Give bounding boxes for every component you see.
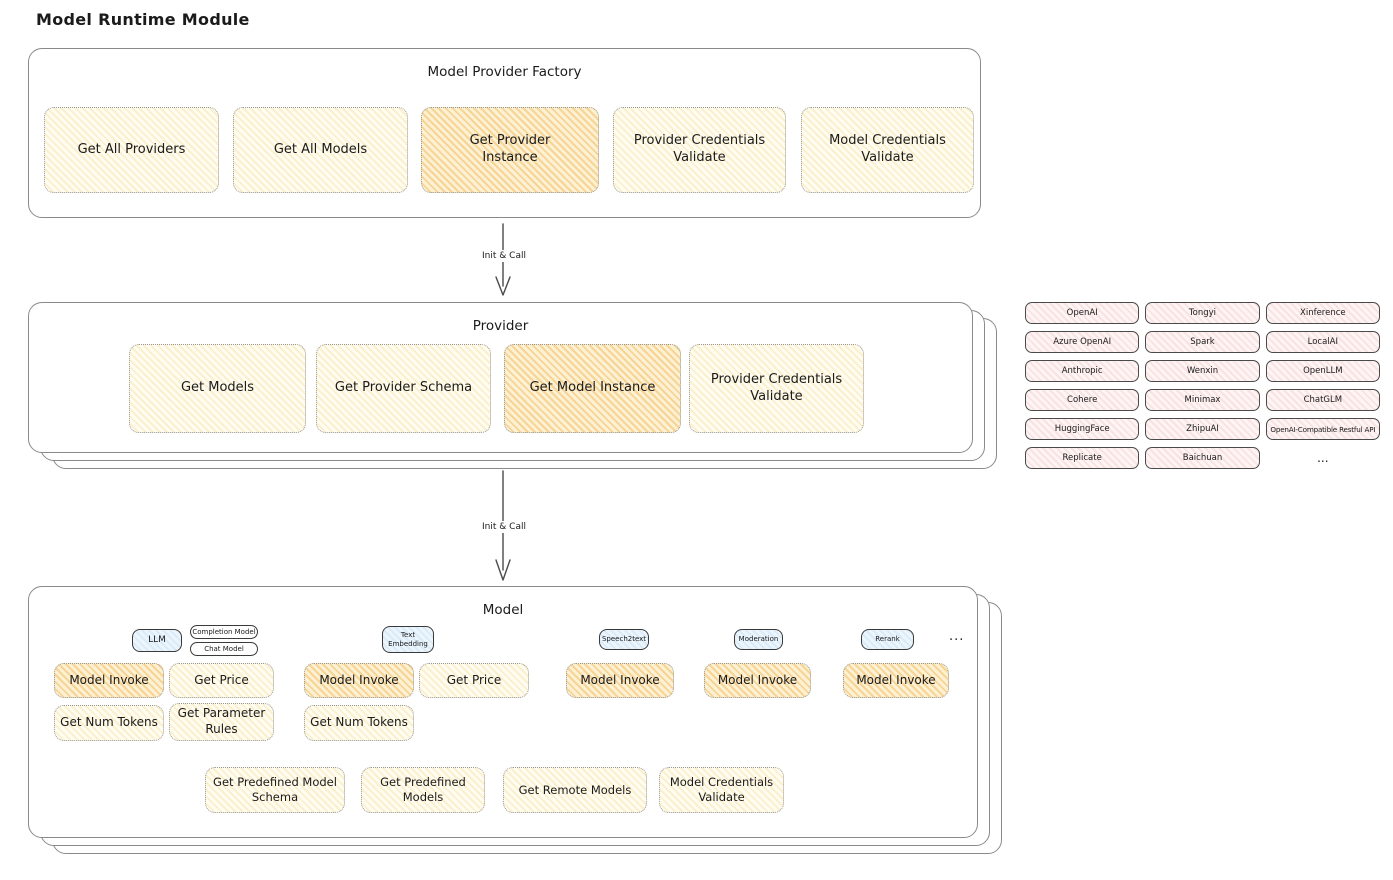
provider-item: Xinference [1265,302,1380,324]
model-provider-factory-container: Model Provider Factory Get All Providers… [28,48,981,218]
model-invoke-box: Model Invoke [704,663,811,698]
model-types-ellipsis: ... [949,629,965,644]
get-provider-instance-box: Get Provider Instance [421,107,599,193]
page-title: Model Runtime Module [36,10,250,29]
model-type-tag-text-embedding: Text Embedding [382,626,434,653]
get-price-box: Get Price [419,663,529,698]
init-call-label-1: Init & Call [467,250,541,262]
model-container: Model LLM Completion Model Chat Model Te… [28,586,978,838]
provider-item: OpenAI-Compatible Restful API [1265,418,1380,440]
arrow-down-icon [495,470,511,581]
provider-item: Wenxin [1145,360,1260,382]
get-models-box: Get Models [129,344,306,433]
model-credentials-validate-box: Model Credentials Validate [659,767,784,813]
provider-container: Provider Get Models Get Provider Schema … [28,302,973,453]
model-invoke-box: Model Invoke [54,663,164,698]
model-type-tag-completion-model: Completion Model [190,625,258,639]
provider-item: OpenAI [1025,302,1140,324]
get-all-models-box: Get All Models [233,107,408,193]
provider-item: ZhipuAI [1145,418,1260,440]
model-type-tag-speech2text: Speech2text [599,629,649,650]
model-type-tag-llm: LLM [132,629,182,652]
provider-item: Anthropic [1025,360,1140,382]
get-all-providers-box: Get All Providers [44,107,219,193]
model-invoke-box: Model Invoke [566,663,674,698]
provider-item: Tongyi [1145,302,1260,324]
model-invoke-box: Model Invoke [843,663,949,698]
get-parameter-rules-box: Get Parameter Rules [169,703,274,741]
provider-item: HuggingFace [1025,418,1140,440]
provider-item: Minimax [1145,389,1260,411]
get-predefined-model-schema-box: Get Predefined Model Schema [205,767,345,813]
provider-item: Cohere [1025,389,1140,411]
provider-item: Azure OpenAI [1025,331,1140,353]
provider-item: ChatGLM [1265,389,1380,411]
get-num-tokens-box: Get Num Tokens [54,705,164,741]
model-credentials-validate-box: Model Credentials Validate [801,107,974,193]
model-title: Model [482,602,524,618]
provider-list: OpenAI Tongyi Xinference Azure OpenAI Sp… [1025,302,1380,469]
provider-title: Provider [472,318,529,334]
get-predefined-models-box: Get Predefined Models [361,767,485,813]
provider-item: Spark [1145,331,1260,353]
factory-title: Model Provider Factory [427,64,582,80]
init-call-label-2: Init & Call [467,521,541,533]
provider-item: LocalAI [1265,331,1380,353]
provider-item: OpenLLM [1265,360,1380,382]
get-model-instance-box: Get Model Instance [504,344,681,433]
get-num-tokens-box: Get Num Tokens [304,705,414,741]
model-type-tag-rerank: Rerank [861,629,914,650]
provider-list-ellipsis: ... [1317,451,1329,465]
provider-item: Replicate [1025,447,1140,469]
model-type-tag-chat-model: Chat Model [190,642,258,656]
get-provider-schema-box: Get Provider Schema [316,344,491,433]
get-remote-models-box: Get Remote Models [503,767,647,813]
get-price-box: Get Price [169,663,274,698]
provider-credentials-validate-box: Provider Credentials Validate [689,344,864,433]
provider-credentials-validate-box: Provider Credentials Validate [613,107,786,193]
model-type-tag-moderation: Moderation [734,629,783,650]
model-invoke-box: Model Invoke [304,663,414,698]
provider-item: Baichuan [1145,447,1260,469]
